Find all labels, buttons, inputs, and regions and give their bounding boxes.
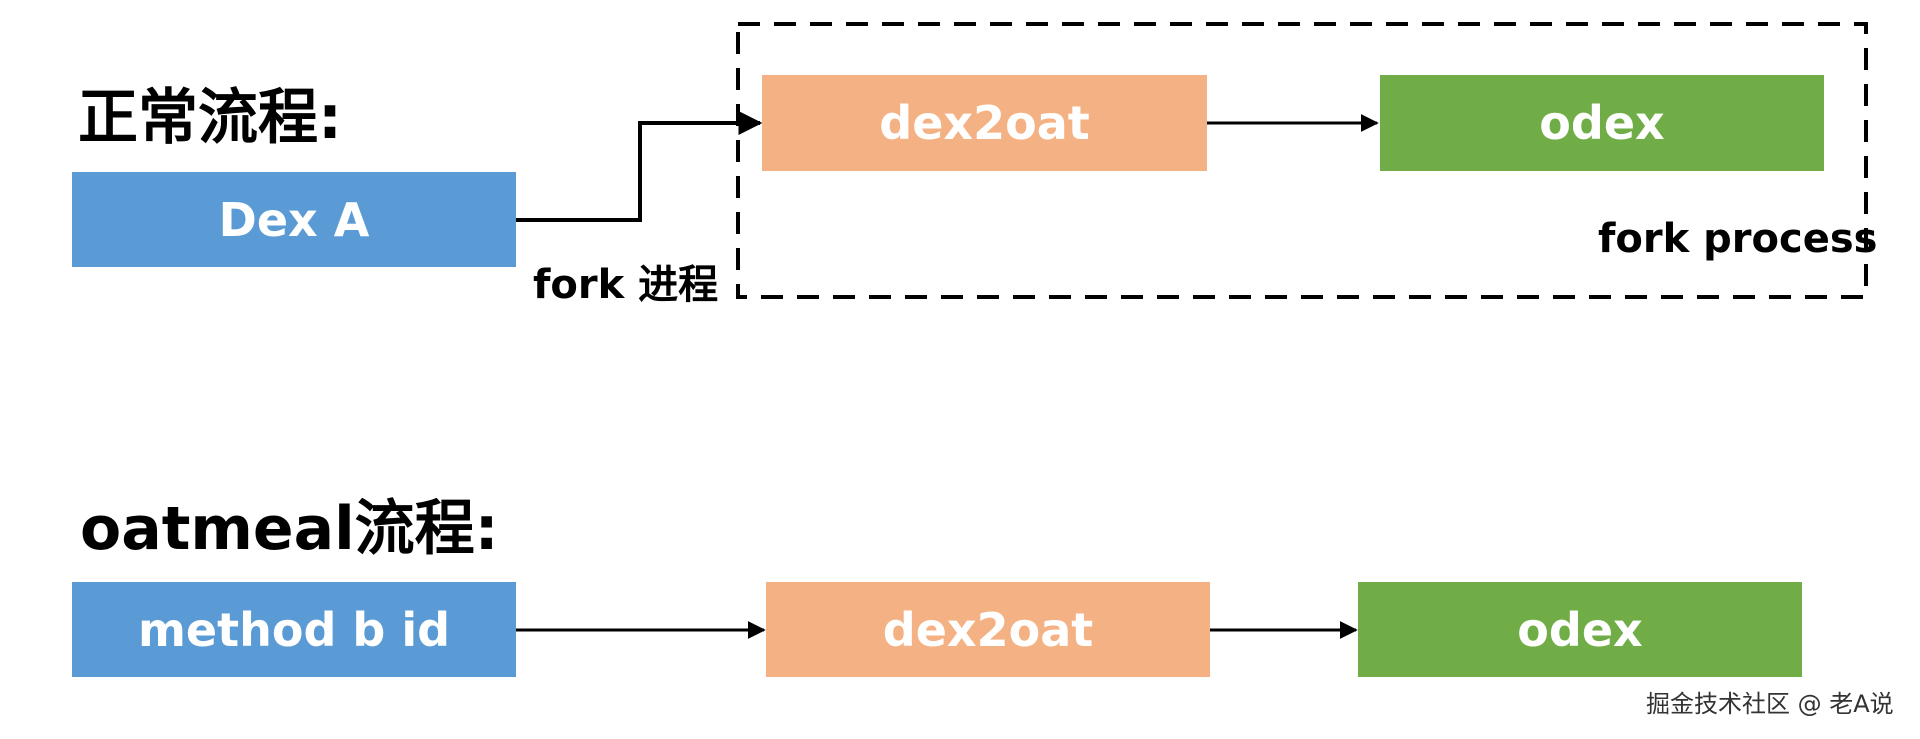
arrow-dex-a-to-dex2oat: [516, 111, 763, 222]
dex2oat-box-oatmeal: dex2oat: [766, 582, 1210, 677]
watermark-text: 掘金技术社区 @ 老A说: [1646, 690, 1894, 718]
fork-process-group-boundary: [736, 22, 1868, 299]
method-b-id-box: method b id: [72, 582, 516, 677]
odex-box-oatmeal: odex: [1358, 582, 1802, 677]
normal-flow-title: 正常流程:: [78, 83, 342, 153]
oatmeal-flow-title: oatmeal流程:: [80, 494, 499, 564]
fork-edge-label: fork 进程: [533, 262, 719, 308]
fork-process-group-label: fork process: [1598, 216, 1878, 262]
dex2oat-box-normal: dex2oat: [762, 75, 1207, 171]
dex-a-box: Dex A: [72, 172, 516, 267]
odex-box-normal: odex: [1380, 75, 1824, 171]
